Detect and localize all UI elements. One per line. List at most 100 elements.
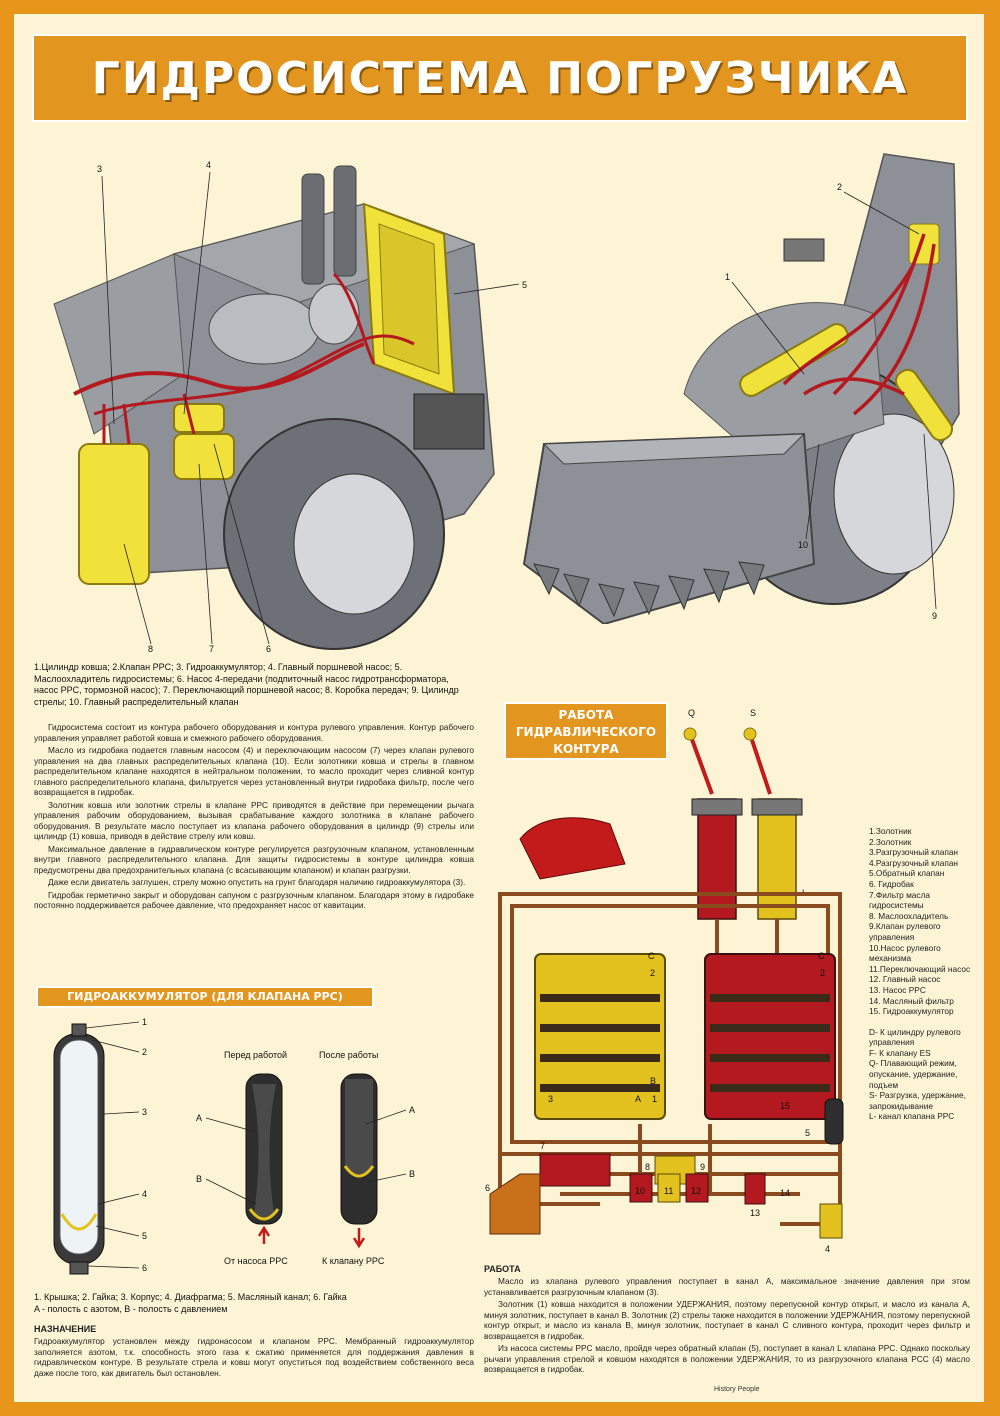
lever-knob bbox=[683, 727, 697, 741]
num-3: 3 bbox=[548, 1094, 553, 1104]
callout-label: 4 bbox=[142, 1189, 147, 1199]
legend-item: 13. Насос PPC bbox=[869, 984, 926, 995]
valve-cap bbox=[691, 798, 743, 816]
bucket-teeth bbox=[533, 561, 765, 618]
flow-in-arrow-icon bbox=[257, 1225, 271, 1244]
after-label: После работы bbox=[319, 1050, 378, 1060]
description-paragraph: Масло из гидробака подается главным насо… bbox=[34, 745, 474, 797]
callout-label: 7 bbox=[209, 644, 214, 654]
joystick-block bbox=[783, 238, 825, 262]
callout-label: 6 bbox=[266, 644, 271, 654]
oil-cooler-core bbox=[378, 223, 440, 375]
callout-label: 2 bbox=[142, 1047, 147, 1057]
description-text: Гидросистема состоит из контура рабочего… bbox=[34, 722, 474, 913]
legend-item: 11.Переключающий насос bbox=[869, 963, 971, 974]
description-paragraph: Гидросистема состоит из контура рабочего… bbox=[34, 722, 474, 743]
callout-lines bbox=[85, 1021, 140, 1269]
diaphragm bbox=[343, 1165, 375, 1178]
work-paragraph: Золотник (1) ковша находится в положении… bbox=[484, 1299, 970, 1341]
num-2: 2 bbox=[650, 968, 655, 978]
work-paragraph: Масло из клапана рулевого управления пос… bbox=[484, 1276, 970, 1297]
main-pump bbox=[173, 403, 225, 433]
diaphragm bbox=[248, 1208, 280, 1221]
pump-10 bbox=[629, 1173, 653, 1203]
footer-brand: History People bbox=[714, 1386, 760, 1393]
work-paragraph: Из насоса системы PPC масло, пройдя чере… bbox=[484, 1343, 970, 1374]
work-text: Масло из клапана рулевого управления пос… bbox=[484, 1276, 970, 1377]
legend-item: L- канал клапана PPC bbox=[869, 1111, 955, 1122]
wheel-rim bbox=[833, 413, 955, 575]
to-valve-label: К клапану PPC bbox=[322, 1256, 385, 1266]
legend-item: 2.Золотник bbox=[869, 836, 912, 847]
engine bbox=[208, 293, 320, 365]
label-b: B bbox=[196, 1174, 202, 1184]
accumulator-title: ГИДРОАККУМУЛЯТОР (ДЛЯ КЛАПАНА PPC) bbox=[36, 986, 374, 1008]
work-heading: РАБОТА bbox=[484, 1264, 521, 1274]
transmission bbox=[78, 443, 150, 585]
legend-item: 4.Разгрузочный клапан bbox=[869, 857, 959, 868]
accumulator-cavity bbox=[59, 1039, 99, 1255]
hydraulic-circuit-diagram: Q S L C C B bbox=[485, 708, 844, 1254]
callout-label: 1 bbox=[725, 272, 730, 282]
diaphragm bbox=[60, 1213, 98, 1231]
ppc-valve bbox=[908, 223, 940, 265]
num-1: 1 bbox=[652, 1094, 657, 1104]
accumulator-nut bbox=[69, 1261, 89, 1275]
num-2: 2 bbox=[820, 968, 825, 978]
legend-item: Q- Плавающий режим, опускание, удержание… bbox=[869, 1058, 958, 1090]
callout-label: 9 bbox=[932, 611, 937, 621]
label-c: C bbox=[818, 951, 825, 961]
callout-label: 8 bbox=[148, 644, 153, 654]
description-paragraph: Золотник ковша или золотник стрелы в кла… bbox=[34, 799, 474, 842]
wheel-rim bbox=[293, 473, 415, 615]
callout-label: 10 bbox=[798, 540, 808, 550]
legend-item: 10.Насос рулевого механизма bbox=[869, 942, 941, 964]
description-paragraph: Максимальное давление в гидравлическом к… bbox=[34, 843, 474, 875]
label-a: A bbox=[409, 1105, 415, 1115]
boom-cylinder bbox=[894, 368, 954, 442]
work-section-title: РАБОТА ГИДРАВЛИЧЕСКОГО КОНТУРА bbox=[504, 702, 668, 760]
hose bbox=[332, 272, 376, 365]
legend-item: 15. Гидроаккумулятор bbox=[869, 1006, 954, 1017]
relief-valve-4 bbox=[819, 1203, 843, 1239]
components-caption: 1.Цилиндр ковша; 2.Клапан PPC; 3. Гидроа… bbox=[34, 662, 459, 707]
pump bbox=[173, 433, 235, 480]
ppc-valve-bucket bbox=[697, 798, 737, 920]
gas-chamber bbox=[252, 1084, 276, 1219]
num-15: 15 bbox=[780, 1101, 790, 1111]
ppc-pump-13 bbox=[744, 1173, 766, 1205]
title-bar: ГИДРОСИСТЕМА ПОГРУЗЧИКА bbox=[32, 34, 968, 122]
callout-label: 1 bbox=[142, 1017, 147, 1027]
hose bbox=[93, 334, 415, 416]
callout-lines bbox=[205, 1109, 407, 1205]
valve-spools bbox=[540, 994, 830, 1092]
battery-box bbox=[413, 393, 485, 450]
hose bbox=[73, 342, 365, 396]
legend-item: 5.Обратный клапан bbox=[869, 868, 945, 879]
callout-lines bbox=[101, 171, 520, 645]
legend-item: F- К клапану ES bbox=[869, 1047, 931, 1058]
callout-label: 4 bbox=[206, 160, 211, 170]
pump-11 bbox=[657, 1173, 681, 1203]
label-c: C bbox=[648, 951, 655, 961]
num-7: 7 bbox=[540, 1141, 545, 1151]
callout-label: 3 bbox=[142, 1107, 147, 1117]
loader-front-illustration: 2 1 10 9 bbox=[522, 153, 960, 624]
accumulator-diagram: 1 2 3 4 5 6 Перед работой После работы A… bbox=[53, 1017, 415, 1275]
description-paragraph: Даже если двигатель заглушен, стрелу мож… bbox=[48, 877, 466, 887]
legend-item: 12. Главный насос bbox=[869, 974, 941, 985]
legend-item: 7.Фильтр масла гидросистемы bbox=[869, 889, 931, 911]
legend-item: 8. Маслоохладитель bbox=[869, 910, 949, 921]
num-8: 8 bbox=[645, 1162, 650, 1172]
oil-filter-7 bbox=[539, 1153, 611, 1187]
accumulator-cap bbox=[71, 1023, 87, 1037]
legend-item: 3.Разгрузочный клапан bbox=[869, 847, 959, 858]
from-pump-label: От насоса PPC bbox=[224, 1256, 288, 1266]
purpose-heading: НАЗНАЧЕНИЕ bbox=[34, 1324, 97, 1334]
pump-12 bbox=[685, 1173, 709, 1203]
num-12: 12 bbox=[691, 1186, 701, 1196]
exhaust-pipe bbox=[301, 173, 325, 285]
label-b: B bbox=[409, 1169, 415, 1179]
num-4: 4 bbox=[825, 1244, 830, 1254]
main-valve-bucket bbox=[534, 953, 666, 1120]
